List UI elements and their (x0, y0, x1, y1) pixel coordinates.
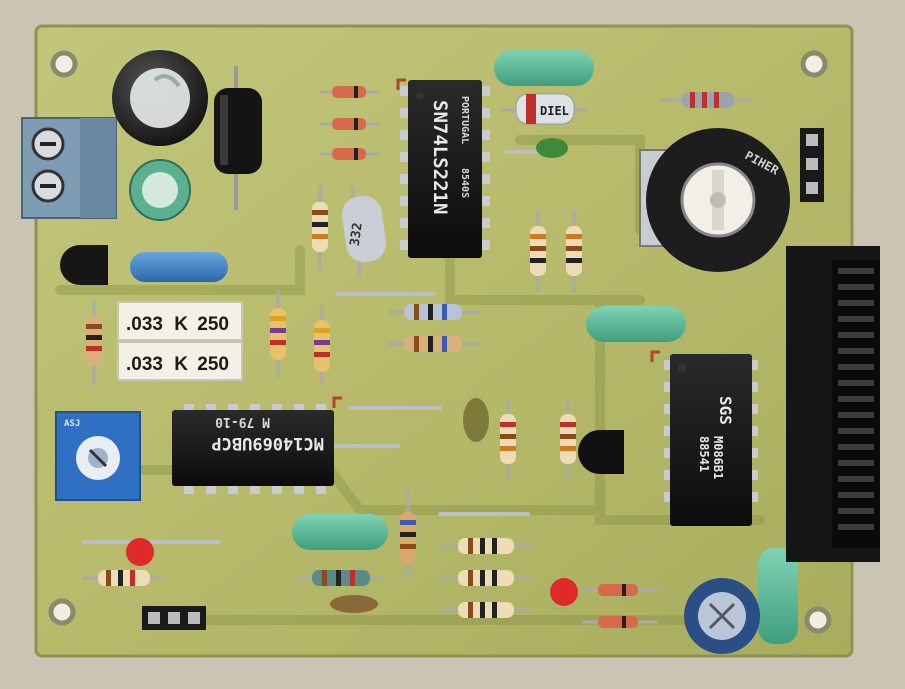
pin-header-top-right (800, 128, 824, 202)
jumper-wires (82, 150, 542, 544)
svg-text:M086B1: M086B1 (711, 436, 725, 479)
mounting-holes (48, 50, 832, 634)
transistor-left (60, 245, 108, 285)
film-capacitor-white-2: .033 K 250 (117, 341, 243, 381)
svg-text:M 79-10: M 79-10 (215, 414, 270, 429)
svg-text:332: 332 (348, 222, 366, 247)
svg-text:ASJ: ASJ (64, 419, 80, 429)
film-capacitor-white-1: .033 K 250 (117, 301, 243, 341)
film-capacitors-green (292, 50, 798, 644)
terminal-block (21, 117, 117, 219)
electrolytic-capacitor-blue (684, 578, 760, 654)
ic-m086b1: SGS M086B1 88541 (664, 354, 758, 526)
svg-text:.033 K 250: .033 K 250 (126, 314, 229, 335)
svg-text:8540S: 8540S (459, 168, 470, 198)
svg-text:SN74LS221N: SN74LS221N (429, 100, 451, 214)
ic-mc14069ubcp: MC14069UBCP M 79-10 (172, 404, 334, 494)
bead-capacitor-brown (330, 595, 378, 613)
bead-capacitor-green (536, 138, 568, 158)
led-red-left (126, 538, 154, 566)
axial-black-component (214, 66, 262, 210)
pin-header-bottom (142, 606, 206, 630)
svg-text:PORTUGAL: PORTUGAL (459, 96, 470, 144)
svg-text:.033 K 250: .033 K 250 (126, 354, 229, 375)
ceramic-capacitor: DIEL (500, 93, 588, 125)
svg-text:88541: 88541 (697, 436, 711, 472)
electrolytic-capacitor-black (112, 50, 208, 146)
resistors-vertical (86, 185, 582, 578)
transistor-right (578, 430, 624, 474)
trimmer-potentiometer-large: PIHER (639, 128, 790, 272)
tantalum-capacitor: 332 (341, 185, 387, 276)
silkscreen-markers (332, 78, 660, 408)
svg-text:DIEL: DIEL (540, 104, 569, 118)
ic-sn74ls221n: SN74LS221N PORTUGAL 8540S (400, 80, 490, 258)
resistors-horizontal (82, 86, 752, 628)
svg-text:MC14069UBCP: MC14069UBCP (211, 433, 324, 453)
film-capacitor-blue-left (130, 252, 228, 282)
svg-text:SGS: SGS (716, 396, 735, 425)
bead-capacitor-olive (463, 398, 489, 442)
trimmer-potentiometer-small: ASJ (55, 411, 141, 501)
led-red-right (550, 578, 578, 606)
edge-connector (786, 246, 880, 562)
electrolytic-capacitor-green (129, 159, 191, 221)
